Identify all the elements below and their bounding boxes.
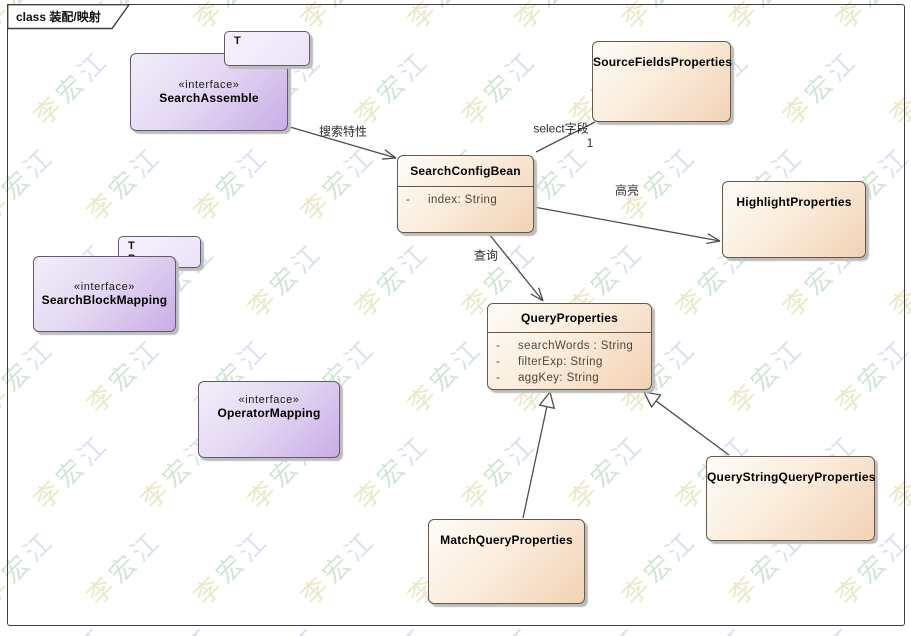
attribute-row: - index: String (398, 192, 533, 208)
class-name: QueryStringQueryProperties (707, 470, 876, 484)
attribute-row: - filterExp: String (488, 354, 651, 370)
class-name: HighlightProperties (736, 195, 852, 209)
compartment-divider (488, 332, 651, 333)
edge-label-search-feature: 搜索特性 (318, 124, 368, 139)
class-node-searchassemble[interactable]: «interface» SearchAssemble (130, 53, 288, 131)
edge-multiplicity: 1 (586, 136, 594, 150)
class-name: QueryProperties (520, 311, 619, 325)
stereotype-label: «interface» (238, 394, 300, 406)
attribute-row: - searchWords : String (488, 338, 651, 354)
stereotype-label: «interface» (73, 281, 136, 293)
class-name: SearchAssemble (159, 91, 259, 105)
attribute-text: filterExp: String (518, 356, 603, 368)
class-name: SearchConfigBean (410, 164, 521, 178)
class-node-highlightproperties[interactable]: HighlightProperties (722, 181, 866, 258)
visibility-marker: - (496, 356, 501, 368)
class-name: SourceFieldsProperties (593, 55, 733, 69)
attribute-text: index: String (428, 194, 498, 206)
attribute-text: aggKey: String (518, 372, 600, 384)
edge-label-highlight: 高亮 (614, 183, 640, 198)
diagram-frame: class 装配/映射 (7, 4, 905, 626)
class-node-matchqueryproperties[interactable]: MatchQueryProperties (428, 519, 585, 604)
template-param-box-searchassemble[interactable]: T (224, 31, 310, 66)
class-node-searchblockmapping[interactable]: «interface» SearchBlockMapping (33, 256, 176, 332)
visibility-marker: - (496, 340, 501, 352)
class-node-operatormapping[interactable]: «interface» OperatorMapping (198, 381, 340, 458)
class-node-queryproperties[interactable]: QueryProperties - searchWords : String -… (487, 303, 652, 390)
template-param: T (128, 240, 135, 252)
class-name: MatchQueryProperties (440, 533, 573, 547)
class-name: OperatorMapping (217, 406, 321, 420)
visibility-marker: - (496, 372, 501, 384)
template-param: T (234, 35, 241, 47)
frame-tab-label: class 装配/映射 (16, 10, 101, 24)
frame-tab (7, 4, 131, 30)
compartment-divider (398, 186, 533, 187)
attribute-text: searchWords : String (518, 340, 634, 352)
class-node-querystringqueryproperties[interactable]: QueryStringQueryProperties (706, 456, 875, 541)
attribute-row: - aggKey: String (488, 370, 651, 386)
edge-label-select-fields: select字段 (533, 121, 589, 136)
class-node-sourcefieldsproperties[interactable]: SourceFieldsProperties (592, 41, 733, 122)
class-node-searchconfigbean[interactable]: SearchConfigBean - index: String (397, 155, 534, 233)
edge-label-query: 查询 (473, 248, 499, 263)
stereotype-label: «interface» (178, 79, 240, 91)
visibility-marker: - (406, 194, 411, 206)
class-name: SearchBlockMapping (41, 293, 168, 307)
